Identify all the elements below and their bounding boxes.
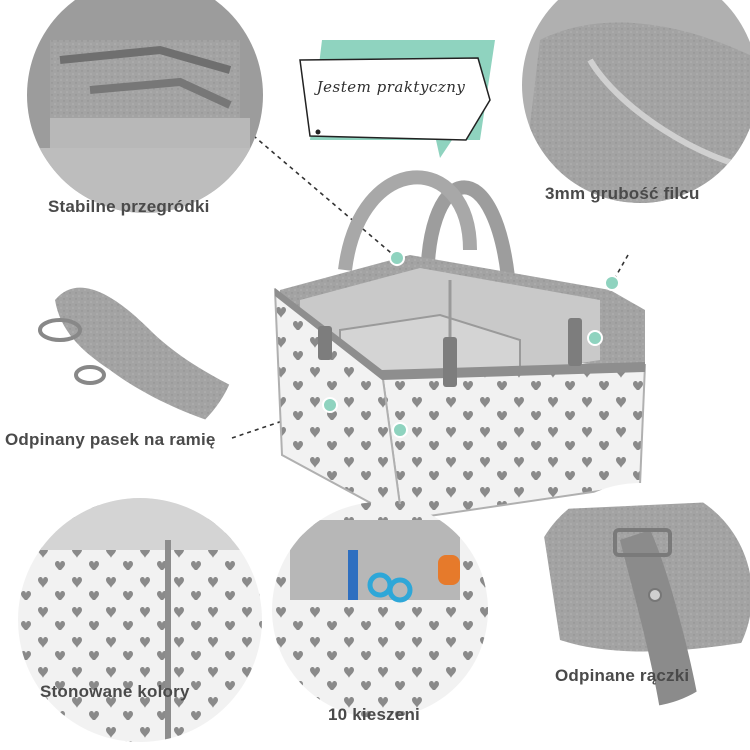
- feature-label-dividers: Stabilne przegródki: [48, 197, 210, 216]
- feature-label-strap: Odpinany pasek na ramię: [5, 430, 216, 449]
- bubble-text: Jestem praktyczny: [316, 78, 466, 96]
- feature-label-handles: Odpinane rączki: [555, 666, 690, 685]
- detail-pockets: [272, 502, 488, 718]
- caddy-bag: [273, 170, 647, 522]
- detail-colors: [18, 498, 262, 742]
- detail-handles: [528, 483, 750, 707]
- detail-strap: [0, 215, 240, 455]
- speech-bubble: [299, 40, 495, 158]
- feature-label-pockets: 10 kieszeni: [328, 705, 420, 724]
- marker-dots: [322, 250, 620, 438]
- feature-label-colors: Stonowane kolory: [40, 682, 190, 701]
- feature-label-felt: 3mm grubość filcu: [545, 184, 700, 203]
- detail-felt: [522, 0, 750, 203]
- detail-dividers: [27, 0, 263, 213]
